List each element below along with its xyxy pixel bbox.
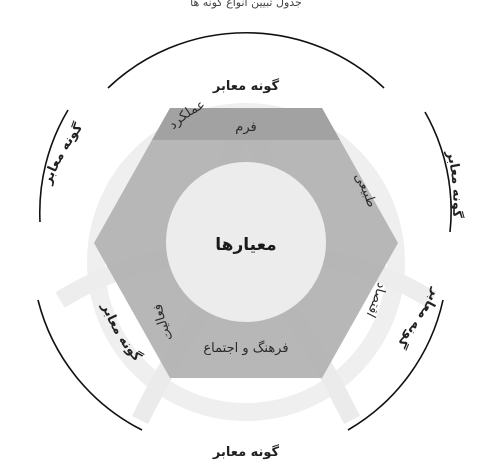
ring-label-bottom: گونه معابر — [212, 444, 280, 460]
ring-label-left: گونه معابر — [40, 120, 87, 188]
ring-label-right: گونه معابر — [443, 148, 466, 218]
center-label: معیارها — [215, 235, 276, 255]
side-label-top: فرم — [235, 120, 256, 135]
ring-label-top: گونه معابر — [212, 78, 280, 94]
side-label-bottom: فرهنگ و اجتماع — [203, 340, 288, 356]
